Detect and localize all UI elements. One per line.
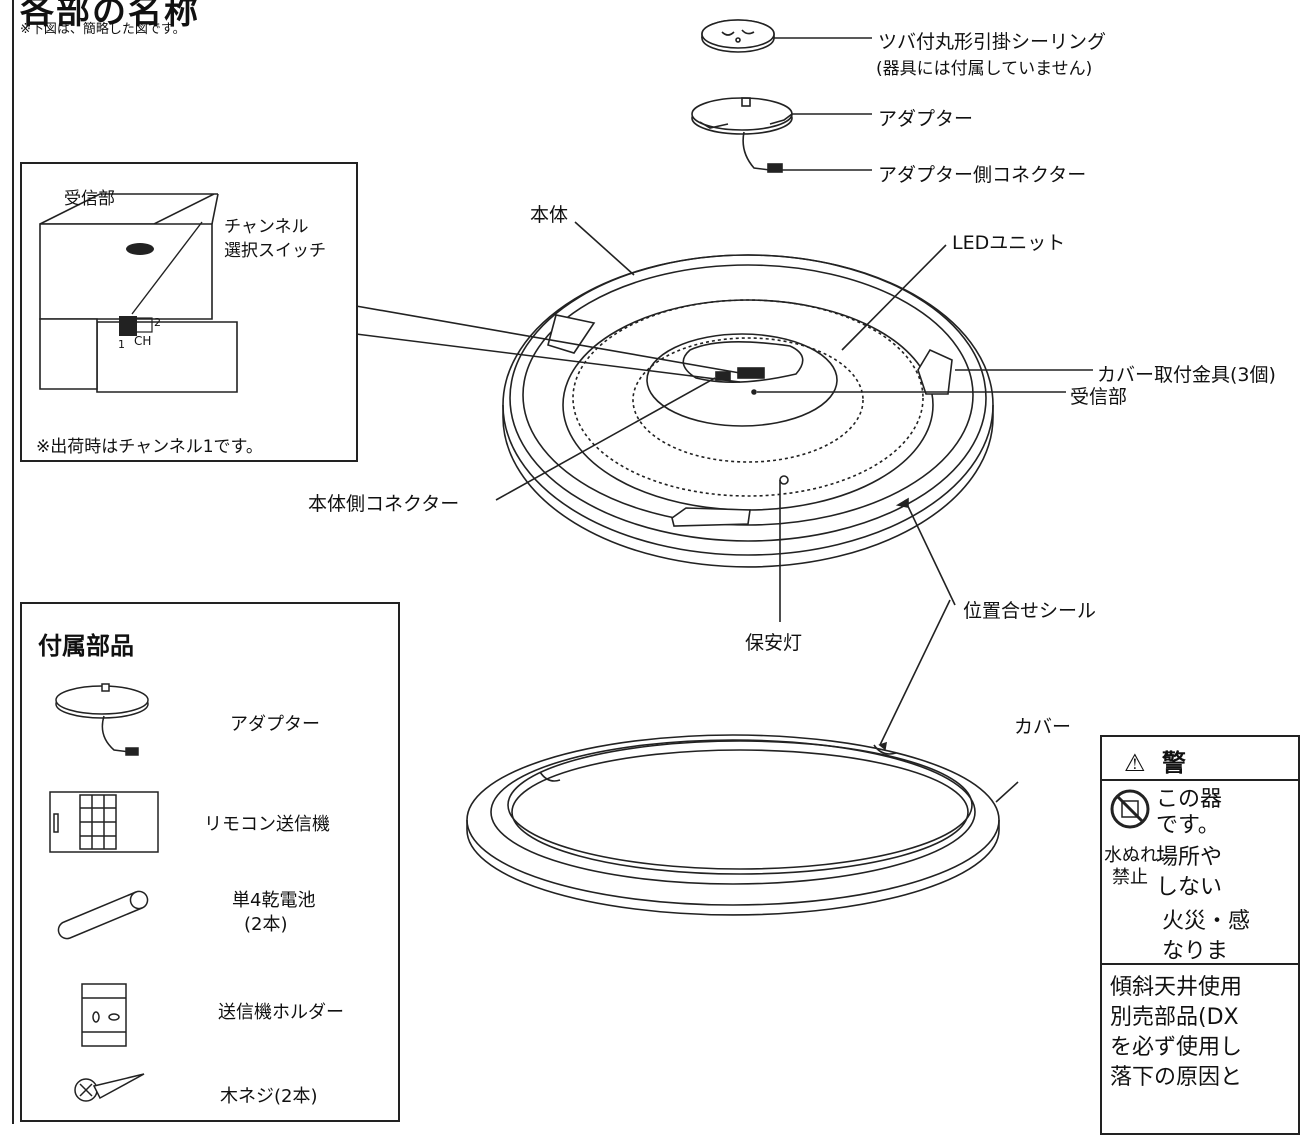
label-adapter: アダプター xyxy=(878,108,974,130)
label-position-seal: 位置合せシール xyxy=(963,600,1097,622)
label-cover: カバー xyxy=(1014,716,1072,738)
label-cover-bracket: カバー取付金具(3個) xyxy=(1097,364,1276,386)
inset-label-switch-line1: チャンネル xyxy=(224,217,309,237)
ceiling-rosette-drawing xyxy=(701,19,775,53)
warning-side-label-1: 水ぬれ xyxy=(1104,845,1158,866)
warning-line-4: しない xyxy=(1156,875,1223,900)
accessories-title: 付属部品 xyxy=(38,632,134,660)
label-led-unit: LEDユニット xyxy=(952,232,1066,254)
inset-shipping-note: ※出荷時はチャンネル1です。 xyxy=(36,437,263,457)
accessories-drawings xyxy=(49,683,159,1102)
warning-divider xyxy=(1102,963,1298,965)
warning-line-1: この器 xyxy=(1156,787,1223,812)
label-body: 本体 xyxy=(530,204,569,226)
holder-icon xyxy=(81,983,127,1047)
accessory-label-remote: リモコン送信機 xyxy=(204,814,330,835)
inset-label-ch2: 2 xyxy=(154,316,161,329)
accessory-label-battery-count: (2本) xyxy=(244,914,288,935)
simplified-note: ※下図は、簡略した図です。 xyxy=(20,22,186,37)
slope-line-1: 傾斜天井使用 xyxy=(1110,975,1243,1000)
slope-line-4: 落下の原因と xyxy=(1110,1065,1243,1090)
warning-heading-text: 警 xyxy=(1161,749,1186,777)
remote-icon xyxy=(49,791,159,853)
label-night-light: 保安灯 xyxy=(745,632,803,654)
accessory-label-battery: 単4乾電池 xyxy=(232,890,316,911)
inset-label-receiver: 受信部 xyxy=(64,189,115,209)
adapter-icon xyxy=(55,683,149,756)
warning-box: ⚠ 警 この器 です。 水ぬれ 禁止 場所や しない 火災・感 なりま 傾斜天井… xyxy=(1100,735,1300,1135)
slope-line-3: を必ず使用し xyxy=(1110,1035,1243,1060)
label-adapter-connector: アダプター側コネクター xyxy=(878,164,1087,186)
fixture-diagram xyxy=(355,19,1093,916)
warning-side-label-2: 禁止 xyxy=(1112,867,1148,888)
page-title: 各部の名称 xyxy=(20,0,200,32)
inset-label-ch: CH xyxy=(134,334,152,348)
no-water-icon xyxy=(1110,789,1150,829)
label-body-connector: 本体側コネクター xyxy=(308,493,460,515)
cover-drawing xyxy=(466,734,1000,916)
inset-label-ch1: 1 xyxy=(118,338,125,351)
receiver-inset: 受信部 チャンネル 選択スイッチ 1 2 CH ※出荷時はチャンネル1です。 xyxy=(20,162,358,462)
warning-line-5: 火災・感 xyxy=(1162,909,1251,934)
accessory-label-holder: 送信機ホルダー xyxy=(218,1002,344,1023)
label-ceiling-rosette: ツバ付丸形引掛シーリング xyxy=(878,31,1107,53)
warning-line-2: です。 xyxy=(1156,813,1220,838)
warning-line-6: なりま xyxy=(1162,939,1229,964)
label-ceiling-rosette-note: (器具には付属していません) xyxy=(876,59,1093,79)
warning-heading: ⚠ 警 xyxy=(1102,737,1298,781)
warning-triangle-icon: ⚠ xyxy=(1124,749,1146,777)
adapter-drawing xyxy=(691,97,793,173)
left-margin-rule xyxy=(12,0,14,1124)
slope-line-2: 別売部品(DX xyxy=(1110,1005,1239,1030)
label-receiver: 受信部 xyxy=(1070,386,1128,408)
screw-icon xyxy=(74,1073,145,1102)
warning-line-3: 場所や xyxy=(1156,845,1223,870)
inset-label-switch-line2: 選択スイッチ xyxy=(224,241,326,261)
accessories-box: 付属部品 xyxy=(20,602,400,1122)
accessory-label-adapter: アダプター xyxy=(230,714,320,735)
receiver-inset-drawing xyxy=(39,193,238,393)
battery-icon xyxy=(57,890,149,940)
main-body-drawing xyxy=(502,254,994,568)
accessory-label-screw: 木ネジ(2本) xyxy=(220,1086,318,1107)
